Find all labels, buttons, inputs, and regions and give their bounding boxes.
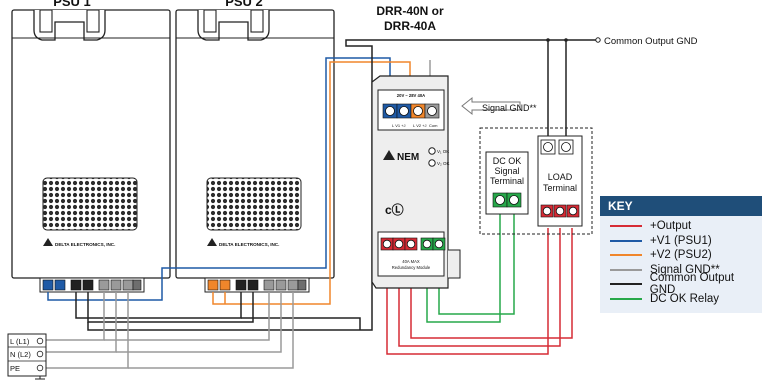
key-swatch [610,268,642,271]
signal-gnd-label: Signal GND** [482,103,537,113]
key-item: DC OK Relay [600,292,762,307]
key-label: +V2 (PSU2) [650,249,712,262]
wire-v2 [212,61,411,305]
key-swatch [610,254,642,257]
psu1-vent [42,177,138,231]
psu2: PSU 2 DELTA ELECTRONICS, INC. [175,0,335,293]
module-bottom-terminals [380,237,446,251]
wire-output [386,228,549,355]
key-item: +Output [600,219,762,234]
module-top-terminals [382,103,440,119]
psu1: PSU 1 DELTA ELECTRONICS, INC. [11,0,171,293]
svg-text:cⓁ: cⓁ [385,202,404,217]
key-swatch [610,283,642,286]
key-label: Common Output GND [649,272,735,297]
key-legend: KEY +Output+V1 (PSU1) +V2 (PSU2)Signal GN… [600,196,762,313]
svg-text:V₁ OK: V₁ OK [437,149,449,154]
key-title: KEY [600,196,762,216]
svg-text:Com: Com [429,123,438,128]
led-v1-ok [428,147,436,155]
svg-text:Terminal: Terminal [543,183,577,193]
svg-text:Terminal: Terminal [490,176,524,186]
module-bottom-label-1: 40A MAX [402,259,420,264]
svg-text:V₂ OK: V₂ OK [437,161,450,166]
load-terminal: LOAD Terminal [537,135,583,227]
psu1-terminals [42,279,142,291]
signal-gnd-callout: Signal GND** [461,96,537,116]
module-bottom-label-2: Redundancy Module [392,265,431,270]
mains-terminal: L (L1) N (L2) PE [7,333,47,380]
svg-text:LOAD: LOAD [548,172,573,182]
svg-text:L V2 +J: L V2 +J [413,123,427,128]
module-top-label: 20V – 28V 40A [397,93,425,98]
led-v2-ok [428,159,436,167]
psu1-title: PSU 1 [53,0,91,9]
dcok-terminal: DC OK Signal Terminal [485,151,529,215]
wire-common-gnd [75,292,242,319]
svg-text:L V1 +J: L V1 +J [392,123,406,128]
psu1-brand: DELTA ELECTRONICS, INC. [55,242,115,247]
key-swatch [610,239,642,242]
svg-text:Signal: Signal [494,166,519,176]
psu2-vent [206,177,302,231]
key-item: +V2 (PSU2) [600,248,762,263]
key-swatch [610,225,642,228]
mains-l: L (L1) [10,337,30,346]
module-title-1: DRR-40N or [376,4,444,18]
key-label: Signal GND** [650,263,720,276]
key-label: +Output [650,220,692,233]
key-item: Common Output GND [600,272,762,296]
key-item: +V1 (PSU1) [600,234,762,249]
module-brand: NEM [397,152,419,163]
common-gnd-label: Common Output GND [604,36,698,47]
psu2-terminals [207,279,307,291]
svg-text:DC OK: DC OK [493,156,522,166]
key-label: DC OK Relay [650,292,720,305]
psu2-title: PSU 2 [225,0,263,9]
mains-n: N (L2) [10,350,31,359]
redundancy-module: DRR-40N or DRR-40A 20V – 28V 40A L V1 +J… [371,4,461,289]
wiring [46,37,601,369]
key-items: +Output+V1 (PSU1) +V2 (PSU2)Signal GND**C… [600,216,762,313]
psu2-brand: DELTA ELECTRONICS, INC. [219,242,279,247]
module-title-2: DRR-40A [384,19,436,33]
key-item: Signal GND** [600,263,762,278]
mains-pe: PE [10,364,20,373]
key-swatch [610,297,642,300]
wire-v1 [47,57,391,301]
key-label: +V1 (PSU1) [650,234,712,247]
load-area [479,127,593,235]
